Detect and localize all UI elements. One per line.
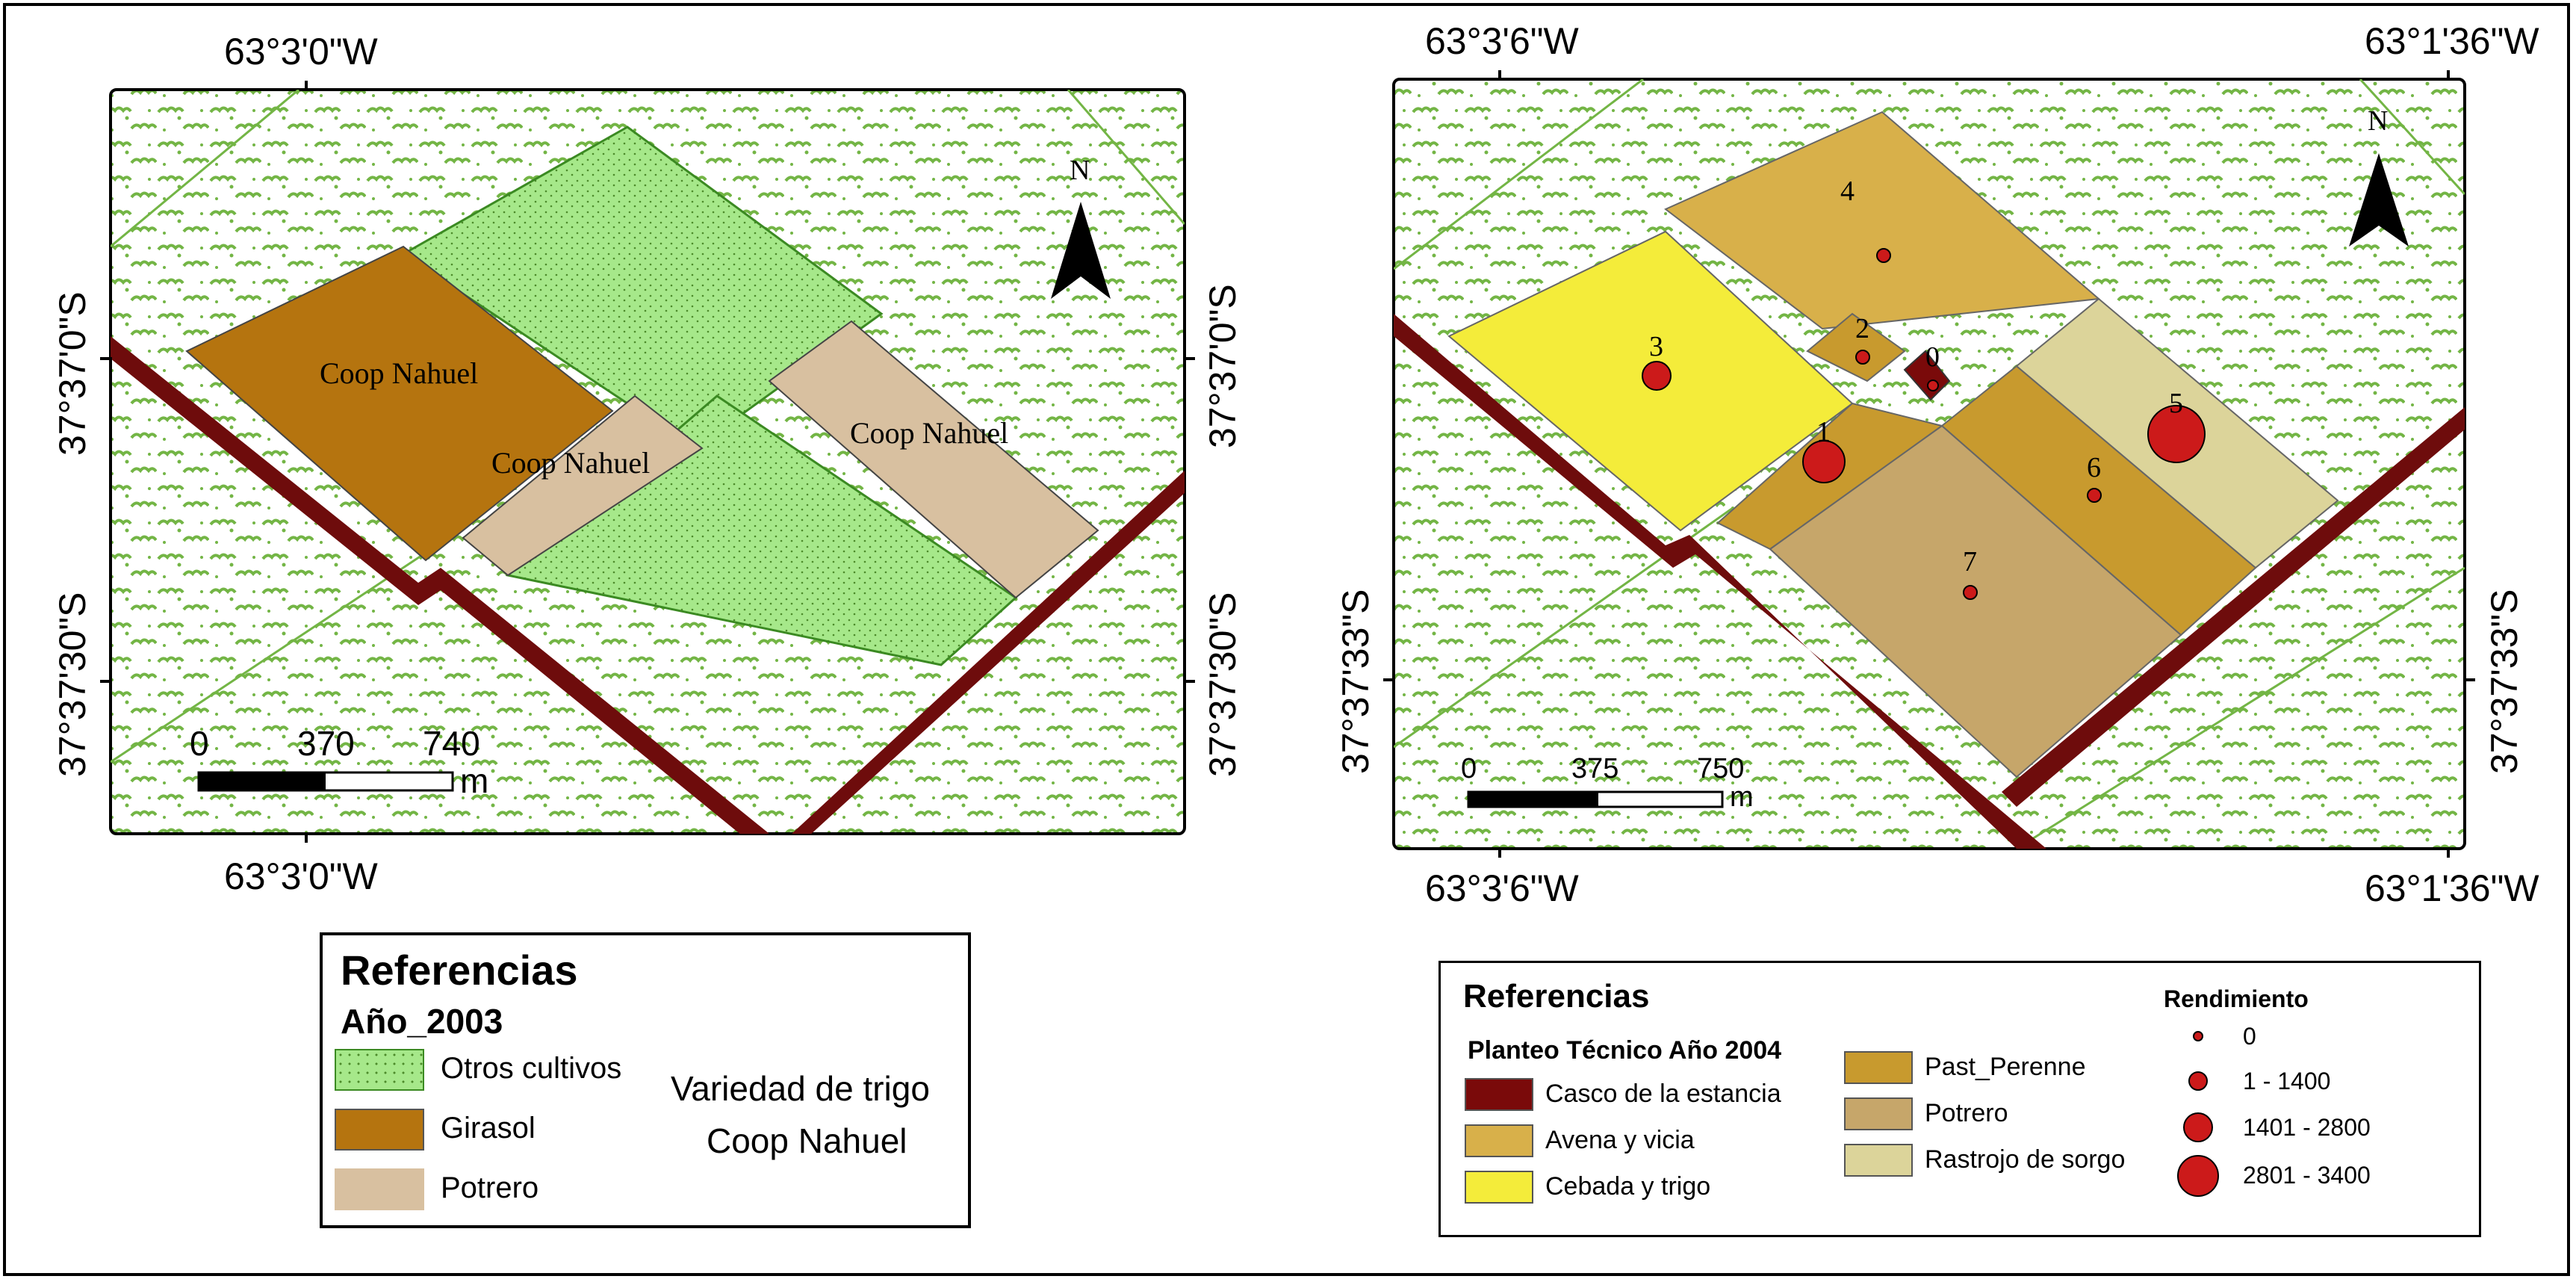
point-label-4: 4 xyxy=(1840,176,1855,207)
point-label-7: 7 xyxy=(1963,546,1977,577)
right-bottom-longitude-west: 63°3'6"W xyxy=(1425,867,1579,909)
left-scale-740: 740 xyxy=(423,724,480,763)
road-right xyxy=(1394,314,2046,849)
legend-note-line2: Coop Nahuel xyxy=(707,1121,907,1160)
swatch-rastrojo-sorgo xyxy=(1844,1144,1913,1177)
point-5 xyxy=(2147,405,2206,463)
right-scale-375: 375 xyxy=(1571,753,1619,784)
swatch-girasol xyxy=(335,1109,424,1151)
left-lat-lower: 37°37'30"S xyxy=(52,592,93,778)
point-label-5: 5 xyxy=(2169,388,2183,419)
legend-2003-subtitle: Año_2003 xyxy=(341,1002,503,1041)
north-arrow-right xyxy=(2349,153,2409,247)
legend-note-line1: Variedad de trigo xyxy=(671,1069,930,1108)
left-top-longitude: 63°3'0"W xyxy=(224,31,378,72)
field-girasol xyxy=(185,245,614,562)
swatch-casco xyxy=(1465,1078,1533,1111)
right-scale-unit: m xyxy=(1730,781,1754,813)
legend-2004-title: Referencias xyxy=(1463,978,1650,1015)
right-side-lat-upper-left-map: 37°37'0"S xyxy=(1202,284,1244,448)
legend-rend-1401-2800: 1401 - 2800 xyxy=(2243,1114,2371,1141)
legend-otros-cultivos: Otros cultivos xyxy=(441,1052,622,1085)
point-1 xyxy=(1802,440,1846,483)
swatch-potrero-2004 xyxy=(1844,1097,1913,1130)
legend-potrero-2004: Potrero xyxy=(1925,1099,2008,1127)
legend-rendimiento-title: Rendimiento xyxy=(2164,985,2309,1012)
legend-past-perenne: Past_Perenne xyxy=(1925,1053,2086,1081)
point-7 xyxy=(1963,585,1978,600)
point-label-0: 0 xyxy=(1925,341,1940,373)
point-label-6: 6 xyxy=(2087,452,2101,483)
north-arrow-left xyxy=(1051,202,1111,299)
legend-rend-1-1400: 1 - 1400 xyxy=(2243,1068,2331,1094)
right-map-lat-left: 37°37'33"S xyxy=(1335,589,1377,775)
legend-avena-vicia: Avena y vicia xyxy=(1545,1126,1695,1154)
field-otros-cultivos-north xyxy=(401,126,884,450)
legend-2004-subtitle: Planteo Técnico Año 2004 xyxy=(1468,1036,1782,1065)
field-potrero-east xyxy=(768,320,1099,599)
right-side-lat-lower-left-map: 37°37'30"S xyxy=(1202,592,1244,778)
legend-2004: Referencias Planteo Técnico Año 2004 Cas… xyxy=(1438,961,2481,1237)
legend-potrero-2003: Potrero xyxy=(441,1171,539,1204)
left-scale-unit: m xyxy=(460,761,489,800)
left-lat-upper: 37°37'0"S xyxy=(52,291,93,456)
field-potrero-center xyxy=(462,394,704,577)
left-bottom-longitude: 63°3'0"W xyxy=(224,855,378,897)
legend-2003-title: Referencias xyxy=(341,947,578,994)
right-scale-750: 750 xyxy=(1697,753,1745,784)
right-scale-0: 0 xyxy=(1461,753,1477,784)
legend-rend-0: 0 xyxy=(2243,1023,2256,1050)
label-coop-nahuel-center: Coop Nahuel xyxy=(491,446,651,480)
point-label-1: 1 xyxy=(1816,416,1831,448)
legend-casco: Casco de la estancia xyxy=(1545,1080,1781,1108)
rendimiento-symbols xyxy=(2177,1031,2219,1197)
label-coop-nahuel-girasol: Coop Nahuel xyxy=(320,356,479,390)
figure-frame xyxy=(3,3,2570,1276)
point-0 xyxy=(1927,380,1939,391)
right-map-lat-right: 37°37'33"S xyxy=(2483,589,2525,775)
left-map xyxy=(100,81,1195,843)
swatch-potrero-2003 xyxy=(335,1168,424,1210)
legend-rend-2801-3400: 2801 - 3400 xyxy=(2243,1162,2371,1189)
north-label-left: N xyxy=(1070,155,1090,186)
point-6 xyxy=(2087,488,2102,503)
field-past-perenne-small xyxy=(1806,312,1906,383)
swatch-otros-cultivos xyxy=(335,1049,424,1091)
label-coop-nahuel-east: Coop Nahuel xyxy=(850,416,1009,450)
road-left xyxy=(111,336,1185,834)
swatch-cebada-trigo xyxy=(1465,1171,1533,1204)
right-top-longitude-east: 63°1'36"W xyxy=(2365,20,2539,62)
point-label-3: 3 xyxy=(1649,331,1663,362)
legend-cebada-trigo: Cebada y trigo xyxy=(1545,1172,1711,1201)
legend-girasol: Girasol xyxy=(441,1112,536,1145)
point-4 xyxy=(1876,248,1891,263)
swatch-avena-vicia xyxy=(1465,1124,1533,1157)
swatch-past-perenne xyxy=(1844,1051,1913,1084)
legend-2003: Referencias Año_2003 Otros cultivos Gira… xyxy=(320,932,971,1228)
right-map xyxy=(1383,70,2475,858)
field-potrero xyxy=(1769,424,2182,778)
left-scale-370: 370 xyxy=(297,724,355,763)
point-3 xyxy=(1642,361,1672,391)
point-2 xyxy=(1855,350,1870,365)
point-label-2: 2 xyxy=(1855,313,1869,344)
north-label-right: N xyxy=(2368,105,2389,137)
legend-rastrojo-sorgo: Rastrojo de sorgo xyxy=(1925,1145,2126,1174)
right-bottom-longitude-east: 63°1'36"W xyxy=(2365,867,2539,909)
left-scale-0: 0 xyxy=(190,724,209,763)
right-top-longitude-west: 63°3'6"W xyxy=(1425,20,1579,62)
